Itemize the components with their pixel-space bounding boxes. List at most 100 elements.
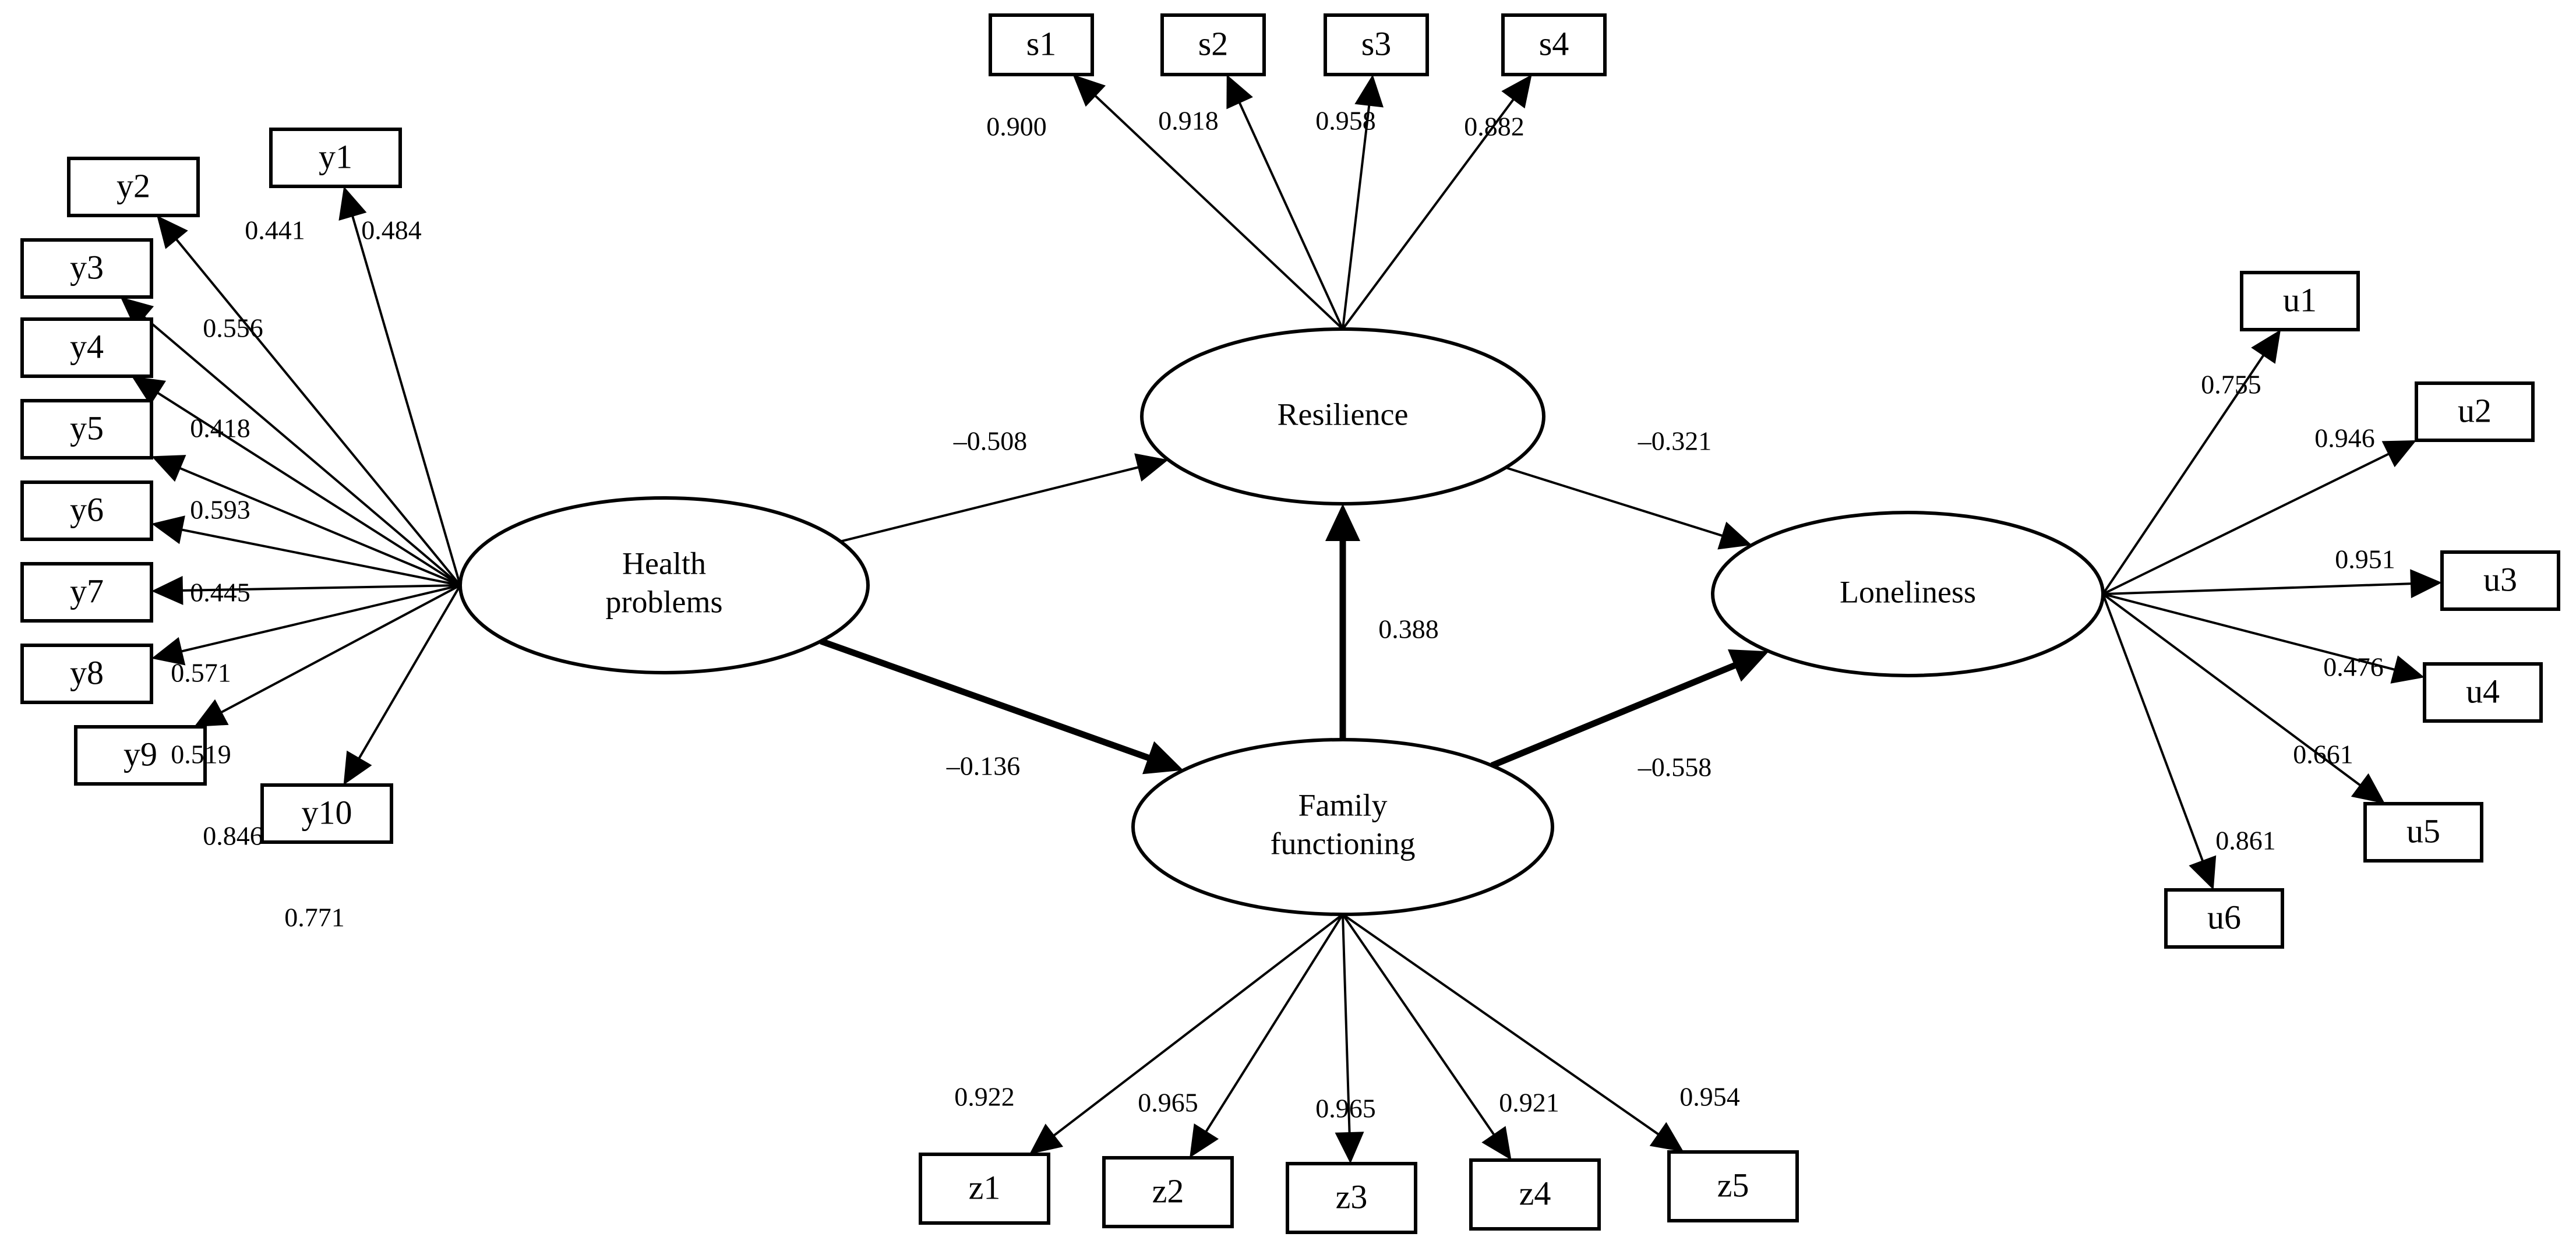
indicator-box-y3: y3 — [20, 238, 153, 299]
loading-loneliness-to-u4-arrowhead — [2390, 655, 2425, 684]
indicator-label-s2: s2 — [1198, 24, 1229, 62]
loading-health-to-y7-arrowhead — [151, 575, 184, 605]
loading-resilience-to-s1-line — [1092, 93, 1344, 330]
loading-health-to-y6-arrowhead — [151, 515, 185, 545]
loading-health-to-y1-arrowhead — [338, 186, 367, 221]
indicator-rect-y8 — [20, 644, 153, 704]
loading-label-u5: 0.661 — [2293, 740, 2353, 769]
indicator-rect-u2 — [2415, 381, 2535, 442]
indicator-rect-s2 — [1160, 13, 1266, 76]
loading-label-u1: 0.755 — [2201, 370, 2261, 400]
indicator-label-z1: z1 — [969, 1168, 1001, 1206]
indicator-label-u3: u3 — [2483, 560, 2517, 598]
indicator-box-z2: z2 — [1102, 1156, 1234, 1228]
indicator-box-y9: y9 — [74, 725, 207, 786]
loading-label-y5: 0.593 — [190, 495, 250, 525]
loading-family-to-z5-arrowhead — [1649, 1122, 1684, 1152]
indicator-rect-u3 — [2440, 550, 2560, 611]
path-health-to-family-arrowhead — [1142, 741, 1184, 775]
loading-family-to-z5-line — [1342, 913, 1662, 1137]
latent-ellipse-loneliness — [1711, 511, 2105, 677]
indicator-label-y10: y10 — [302, 793, 352, 831]
indicator-box-z4: z4 — [1469, 1158, 1601, 1231]
indicator-label-s3: s3 — [1361, 24, 1392, 62]
path-health-to-resilience-arrowhead — [1134, 453, 1169, 482]
loading-label-z5: 0.954 — [1679, 1082, 1740, 1112]
indicator-label-y1: y1 — [319, 137, 352, 175]
edge-layer — [120, 75, 2442, 1164]
loading-loneliness-to-u6-line — [2102, 593, 2205, 864]
indicator-box-y2: y2 — [67, 157, 200, 217]
indicator-rect-y6 — [20, 480, 153, 541]
indicator-rect-z3 — [1286, 1162, 1417, 1234]
indicator-label-y7: y7 — [70, 572, 104, 610]
indicator-label-y2: y2 — [117, 167, 150, 204]
loading-loneliness-to-u1-arrowhead — [2251, 330, 2281, 364]
indicator-label-y8: y8 — [70, 653, 104, 691]
indicator-label-u2: u2 — [2458, 391, 2492, 429]
loading-health-to-y4-arrowhead — [131, 376, 166, 406]
loading-resilience-to-s4-line — [1342, 96, 1516, 330]
loading-resilience-to-s1-arrowhead — [1072, 75, 1106, 107]
loading-label-y9: 0.846 — [203, 821, 263, 851]
indicator-box-y5: y5 — [20, 399, 153, 460]
indicator-label-y4: y4 — [70, 327, 104, 365]
loading-label-y1: 0.484 — [361, 215, 422, 245]
indicator-rect-y3 — [20, 238, 153, 299]
loading-loneliness-to-u6-arrowhead — [2189, 855, 2217, 890]
indicator-rect-y5 — [20, 399, 153, 460]
latent-ellipse-family — [1131, 738, 1554, 916]
loading-label-u4: 0.476 — [2323, 652, 2384, 682]
loading-health-to-y6-line — [178, 528, 461, 586]
path-health-to-resilience-line — [840, 465, 1142, 543]
loading-resilience-to-s3-arrowhead — [1354, 75, 1384, 108]
loading-label-s3: 0.958 — [1315, 106, 1376, 136]
loading-loneliness-to-u3-line — [2102, 582, 2415, 595]
loading-label-s1: 0.900 — [986, 112, 1047, 142]
indicator-rect-z5 — [1667, 1150, 1799, 1222]
loading-family-to-z1-arrowhead — [1029, 1123, 1064, 1154]
indicator-label-z5: z5 — [1717, 1166, 1749, 1204]
loading-family-to-z4-arrowhead — [1481, 1126, 1512, 1160]
latent-label-health-line1: Health — [622, 546, 706, 581]
loading-loneliness-to-u4-line — [2102, 593, 2398, 671]
indicator-box-s4: s4 — [1501, 13, 1607, 76]
loading-loneliness-to-u1-line — [2102, 352, 2266, 595]
path-coefficient-health-resilience: –0.508 — [953, 426, 1028, 456]
indicator-rect-y10 — [260, 783, 393, 844]
indicator-box-y10: y10 — [260, 783, 393, 844]
loading-health-to-y9-arrowhead — [194, 699, 229, 727]
indicator-box-u2: u2 — [2415, 381, 2535, 442]
path-coefficient-family-resilience: 0.388 — [1378, 614, 1439, 644]
loading-label-y10: 0.771 — [284, 903, 345, 932]
loading-health-to-y5-arrowhead — [151, 455, 186, 482]
indicator-label-s4: s4 — [1539, 24, 1569, 62]
indicator-box-u1: u1 — [2240, 271, 2360, 331]
indicator-rect-z2 — [1102, 1156, 1234, 1228]
path-family-to-resilience-arrowhead — [1325, 504, 1360, 541]
indicator-box-u4: u4 — [2423, 662, 2543, 723]
indicator-rect-z4 — [1469, 1158, 1601, 1231]
indicator-box-s2: s2 — [1160, 13, 1266, 76]
indicator-label-y9: y9 — [123, 735, 157, 773]
indicator-box-s1: s1 — [989, 13, 1094, 76]
indicator-label-y6: y6 — [70, 490, 104, 528]
indicator-label-y5: y5 — [70, 409, 104, 447]
indicator-rect-u5 — [2363, 802, 2483, 863]
loading-family-to-z4-line — [1342, 913, 1497, 1138]
loading-health-to-y2-arrowhead — [157, 215, 188, 249]
latent-label-health-line2: problems — [606, 584, 723, 619]
loading-loneliness-to-u5-line — [2102, 593, 2363, 788]
loading-label-z3: 0.965 — [1315, 1094, 1376, 1123]
loading-loneliness-to-u2-arrowhead — [2381, 440, 2417, 468]
latent-label-loneliness: Loneliness — [1840, 574, 1976, 609]
loading-resilience-to-s3-line — [1342, 102, 1371, 330]
loading-label-u3: 0.951 — [2335, 545, 2395, 574]
loading-label-z2: 0.965 — [1138, 1088, 1198, 1118]
indicator-box-z5: z5 — [1667, 1150, 1799, 1222]
